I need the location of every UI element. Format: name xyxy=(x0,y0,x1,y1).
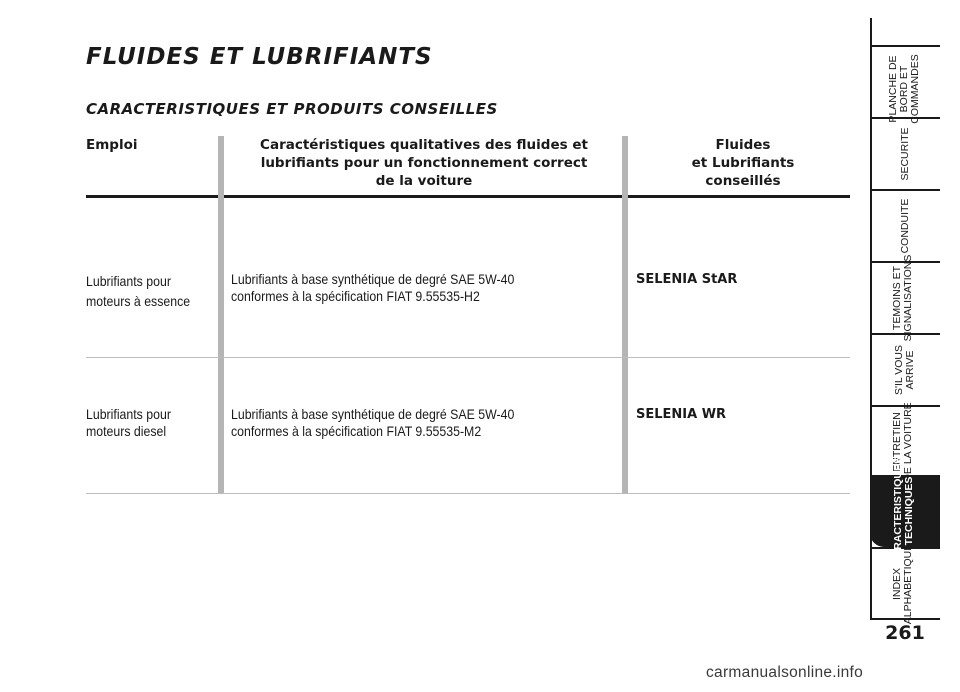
tab-separator xyxy=(870,405,940,407)
tab-separator xyxy=(870,45,940,47)
row-2-emploi-line-1: Lubrifiants pour xyxy=(86,406,171,422)
tab-separator xyxy=(870,189,940,191)
tab-index-alphabetique[interactable]: INDEX ALPHABETIQUE xyxy=(891,543,914,625)
row-2-emploi-line-2: moteurs diesel xyxy=(86,423,167,439)
header-caracteristiques: Caractéristiques qualitatives des fluide… xyxy=(260,137,588,189)
tab-separator xyxy=(870,333,940,335)
row-divider xyxy=(86,357,850,358)
header-rule xyxy=(86,195,850,198)
sidebar-spine xyxy=(870,18,872,618)
row-2-produit: SELENIA WR xyxy=(636,407,727,422)
page-number: 261 xyxy=(885,622,925,644)
row-1-emploi-line-2: moteurs à essence xyxy=(86,293,191,309)
tab-securite[interactable]: SECURITE xyxy=(899,127,911,181)
row-1-emploi-line-1: Lubrifiants pour xyxy=(86,273,171,289)
header-fluides: Fluides et Lubrifiants conseillés xyxy=(691,137,795,189)
tab-separator xyxy=(870,117,940,119)
tab-separator xyxy=(870,261,940,263)
table-bottom-rule xyxy=(86,493,850,494)
tab-separator xyxy=(870,618,940,620)
row-1-car-line-1: Lubrifiants à base synthétique de degré … xyxy=(231,271,515,287)
header-emploi: Emploi xyxy=(86,137,138,153)
page-title: FLUIDES ET LUBRIFIANTS xyxy=(86,44,433,70)
row-1-produit: SELENIA StAR xyxy=(636,272,738,287)
row-2-car-line-1: Lubrifiants à base synthétique de degré … xyxy=(231,406,515,422)
row-2-car-line-2: conformes à la spécification FIAT 9.5553… xyxy=(231,423,482,439)
row-1-car-line-2: conformes à la spécification FIAT 9.5553… xyxy=(231,288,480,304)
section-title: CARACTERISTIQUES ET PRODUITS CONSEILLES xyxy=(86,100,498,118)
tab-separator xyxy=(870,547,940,549)
column-divider-1 xyxy=(218,136,224,494)
tab-active-highlight xyxy=(870,475,940,547)
watermark: carmanualsonline.info xyxy=(706,664,864,681)
column-divider-2 xyxy=(622,136,628,494)
